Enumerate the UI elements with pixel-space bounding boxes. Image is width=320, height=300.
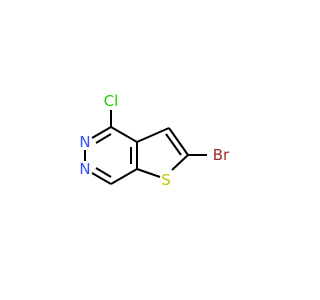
bond-c4-n3 (91, 126, 112, 139)
bond-c4-c4a (110, 126, 138, 143)
bond-c2-c3 (168, 127, 189, 156)
bonds (84, 110, 207, 185)
atom-labels: Cl Br S N N (79, 92, 230, 189)
chlorine-atom-label: Cl (104, 92, 119, 110)
bond-c3-c4a (136, 127, 170, 143)
molecule-structure: Cl Br S N N (79, 92, 230, 189)
sulfur-atom-label: S (161, 171, 171, 189)
bond-c4-n3-inner (95, 133, 112, 144)
bond-n2-c1 (91, 172, 112, 185)
bond-s-c2 (171, 154, 189, 171)
nitrogen-atom-label-upper: N (79, 133, 90, 151)
bond-c2-c3-inner (165, 133, 182, 156)
bond-c1-c7a (110, 168, 138, 185)
bond-n2-c1-inner (95, 167, 112, 178)
bromine-atom-label: Br (213, 146, 230, 164)
nitrogen-atom-label-lower: N (79, 160, 90, 178)
bond-c7a-s (136, 168, 161, 178)
